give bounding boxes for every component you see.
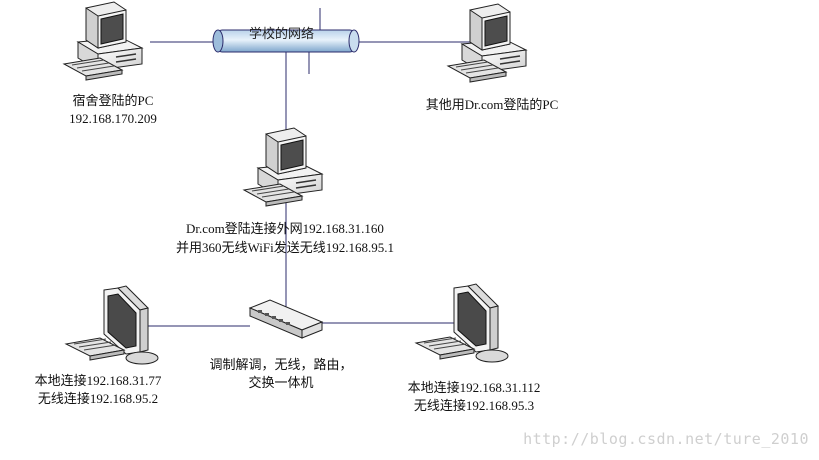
right-pc-label: 本地连接192.168.31.112 无线连接192.168.95.3 [396,380,552,414]
other-pc-icon [447,3,527,83]
watermark: http://blog.csdn.net/ture_2010 [523,430,809,448]
other-pc-label: 其他用Dr.com登陆的PC [410,97,574,113]
router-line2: 交换一体机 [248,375,314,390]
gateway-pc-icon [243,127,323,207]
other-pc-name: 其他用Dr.com登陆的PC [425,97,559,112]
dorm-pc-label: 宿舍登陆的PC 192.168.170.209 [48,93,178,127]
left-pc-lan: 本地连接192.168.31.77 [34,373,162,388]
dorm-pc-ip: 192.168.170.209 [69,111,157,126]
dorm-pc-name: 宿舍登陆的PC [72,93,154,108]
left-pc-wlan: 无线连接192.168.95.2 [37,391,159,406]
left-pc-label: 本地连接192.168.31.77 无线连接192.168.95.2 [24,373,172,407]
dorm-pc-icon [63,1,143,81]
router-label: 调制解调，无线，路由， 交换一体机 [196,357,366,391]
right-pc-wlan: 无线连接192.168.95.3 [413,398,535,413]
gateway-pc-line2: 并用360无线WiFi发送无线192.168.95.1 [176,240,394,255]
gateway-pc-label: Dr.com登陆连接外网192.168.31.160 并用360无线WiFi发送… [150,221,420,256]
router-line1: 调制解调，无线，路由， [209,357,353,372]
gateway-pc-line1: Dr.com登陆连接外网192.168.31.160 [186,221,384,236]
school-network-pipe [212,29,360,53]
router-switch-icon [248,299,324,339]
school-network-label: 学校的网络 [249,26,315,41]
right-pc-lan: 本地连接192.168.31.112 [407,380,541,395]
